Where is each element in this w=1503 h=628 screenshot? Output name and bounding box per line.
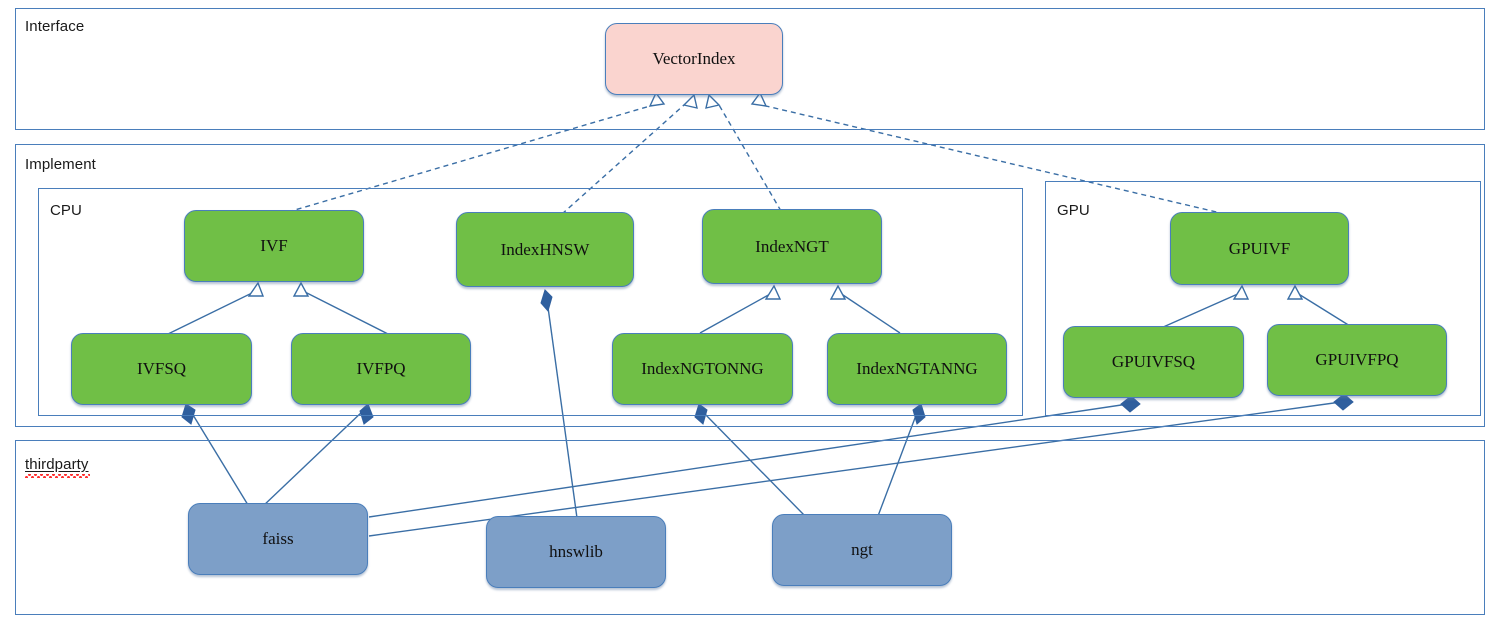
container-label-gpu: GPU (1057, 202, 1090, 219)
container-label-implement: Implement (25, 156, 96, 173)
node-faiss[interactable]: faiss (188, 503, 368, 575)
node-ivf[interactable]: IVF (184, 210, 364, 282)
container-interface (15, 8, 1485, 130)
node-ivfsq[interactable]: IVFSQ (71, 333, 252, 405)
container-gpu (1045, 181, 1481, 416)
node-gpuivf[interactable]: GPUIVF (1170, 212, 1349, 285)
container-cpu (38, 188, 1023, 416)
node-vectorindex[interactable]: VectorIndex (605, 23, 783, 95)
container-label-interface: Interface (25, 18, 85, 35)
node-gpuivfsq[interactable]: GPUIVFSQ (1063, 326, 1244, 398)
node-gpuivfpq[interactable]: GPUIVFPQ (1267, 324, 1447, 396)
container-implement (15, 144, 1485, 427)
node-indexhnsw[interactable]: IndexHNSW (456, 212, 634, 287)
container-thirdparty (15, 440, 1485, 615)
node-ngt[interactable]: ngt (772, 514, 952, 586)
container-label-thirdparty: thirdparty (25, 456, 90, 478)
node-indexngtanng[interactable]: IndexNGTANNG (827, 333, 1007, 405)
node-indexngtonng[interactable]: IndexNGTONNG (612, 333, 793, 405)
node-hnswlib[interactable]: hnswlib (486, 516, 666, 588)
node-ivfpq[interactable]: IVFPQ (291, 333, 471, 405)
node-indexngt[interactable]: IndexNGT (702, 209, 882, 284)
container-label-cpu: CPU (50, 202, 82, 219)
